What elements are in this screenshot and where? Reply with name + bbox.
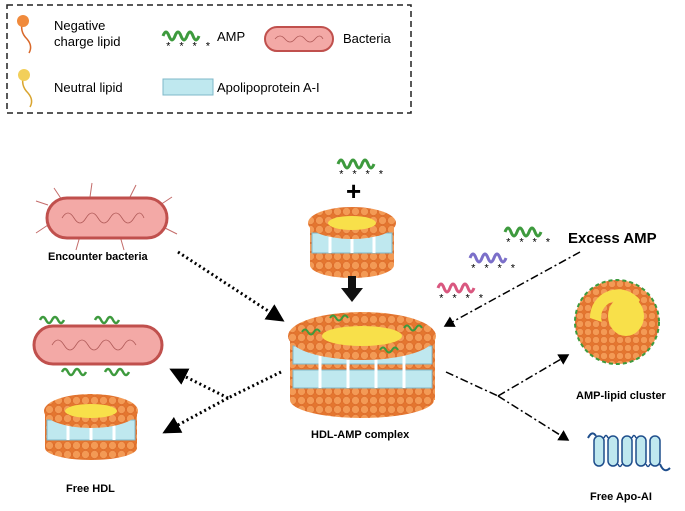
neutral-lipid-icon <box>18 69 33 108</box>
apolipoprotein-legend-icon <box>162 78 214 96</box>
negative-lipid-icon <box>17 15 32 54</box>
free-hdl-particle <box>44 394 138 460</box>
amp-purple-icon: * * * * <box>468 252 516 276</box>
amp-lipid-cluster-particle <box>574 279 660 365</box>
free-apo-ai-protein <box>587 432 671 472</box>
label-excess-amp: Excess AMP <box>568 230 657 247</box>
arrow-excess-amp-to-complex <box>443 251 581 327</box>
label-encounter-bacteria: Encounter bacteria <box>48 251 149 263</box>
amp-charge-symbols: * * * * <box>165 42 211 54</box>
legend-negative-lipid-line1: Negative <box>54 18 105 33</box>
arrow-bacteria-to-complex <box>177 250 285 322</box>
bacteria-with-amp <box>32 315 164 377</box>
label-amp-lipid-cluster: AMP-lipid cluster <box>576 390 667 402</box>
amp-legend-icon: * * * * <box>161 30 211 54</box>
amp-green-icon: * * * * <box>503 226 551 250</box>
arrow-complex-junction <box>227 370 282 400</box>
legend-negative-lipid-line2: charge lipid <box>54 34 121 49</box>
legend-amp: AMP <box>217 29 245 44</box>
hdl-amp-complex-particle <box>288 312 436 418</box>
bacteria-encounter <box>35 182 178 251</box>
legend-bacteria: Bacteria <box>343 31 391 46</box>
label-free-apo-ai: Free Apo-AI <box>590 491 652 503</box>
label-free-hdl: Free HDL <box>66 483 115 495</box>
amp-pink-icon: * * * * <box>436 282 484 306</box>
bacteria-legend-icon <box>264 26 334 52</box>
amp-green-charge: * * * * <box>505 238 551 250</box>
hdl-particle-top <box>308 207 396 278</box>
arrow-complex-right-junction <box>445 371 499 397</box>
arrow-to-free-hdl <box>162 396 229 434</box>
down-arrow <box>341 276 363 302</box>
arrow-to-free-apo-ai <box>497 395 570 441</box>
plus-sign: + <box>346 176 361 206</box>
legend-neutral-lipid: Neutral lipid <box>54 80 123 95</box>
amp-top-icon: * * * * <box>336 158 384 182</box>
arrow-to-amp-lipid-cluster <box>497 354 570 397</box>
arrow-to-bacteria-amp <box>169 368 229 400</box>
legend-apolipoprotein: Apolipoprotein A-I <box>217 80 320 95</box>
label-hdl-amp-complex: HDL-AMP complex <box>311 429 410 441</box>
amp-top-charge: * * * * <box>338 170 384 182</box>
legend-box <box>6 4 412 114</box>
amp-pink-charge: * * * * <box>438 294 484 306</box>
amp-purple-charge: * * * * <box>470 264 516 276</box>
